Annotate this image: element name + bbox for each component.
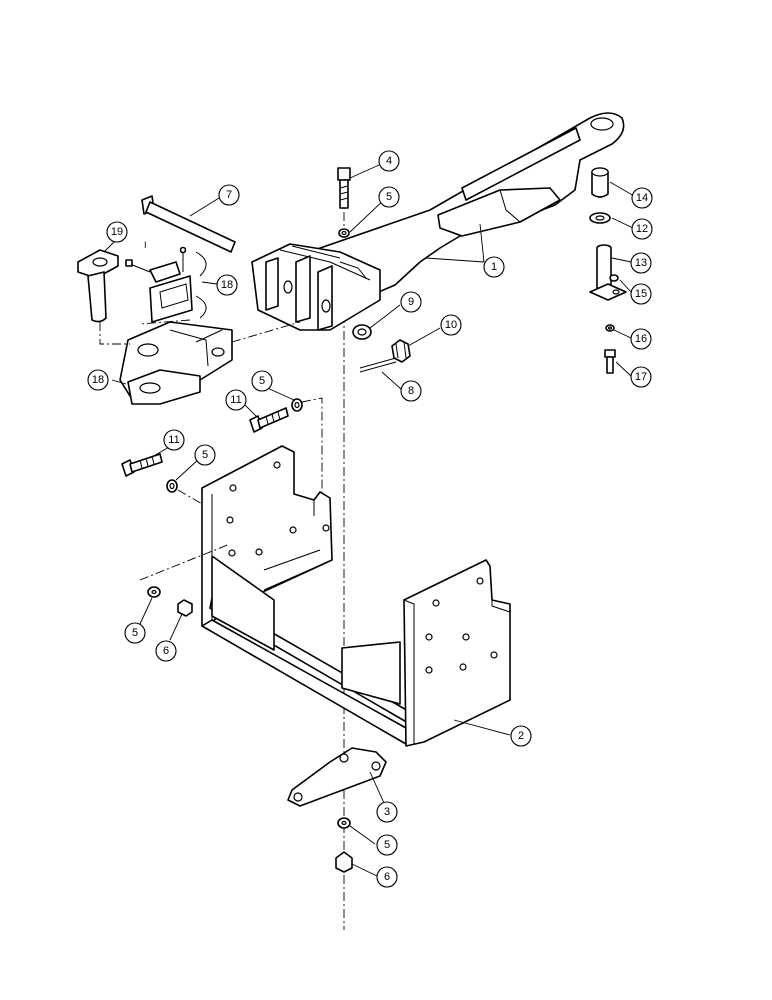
washer-part-5-lower: [166, 479, 178, 493]
svg-text:1: 1: [491, 261, 497, 273]
callout-18-upper: 18: [216, 274, 238, 296]
drawbar-part-1: [251, 112, 625, 331]
svg-text:5: 5: [132, 627, 138, 639]
callout-10: 10: [440, 314, 462, 336]
latch-part-18-upper: I: [125, 240, 207, 323]
callout-17: 17: [630, 366, 652, 388]
washer-part-16: [605, 324, 615, 332]
svg-text:8: 8: [408, 385, 414, 397]
svg-text:7: 7: [226, 189, 232, 201]
svg-text:17: 17: [635, 371, 647, 383]
svg-text:9: 9: [408, 296, 414, 308]
callout-3: 3: [376, 801, 398, 823]
washer-part-5-upper: [291, 398, 303, 412]
svg-text:4: 4: [386, 155, 392, 167]
svg-text:5: 5: [259, 375, 265, 387]
nut-part-15: [609, 274, 619, 282]
callout-5-left: 5: [124, 622, 146, 644]
nut-part-6-left: [177, 599, 193, 617]
castle-nut-part-10: [391, 339, 411, 363]
callout-12: 12: [631, 218, 653, 240]
nut-part-6-bottom: [335, 851, 353, 873]
bolt-part-11-lower: [121, 453, 163, 477]
callout-16: 16: [630, 328, 652, 350]
bolt-part-4: [337, 167, 351, 209]
svg-text:5: 5: [386, 191, 392, 203]
callout-19: 19: [106, 221, 128, 243]
callout-6-left: 6: [155, 640, 177, 662]
hitch-jaw-part-18: [119, 321, 233, 405]
callout-4: 4: [378, 150, 400, 172]
svg-text:6: 6: [384, 871, 390, 883]
callout-13: 13: [630, 252, 652, 274]
svg-text:2: 2: [518, 730, 524, 742]
svg-text:18: 18: [221, 279, 233, 291]
svg-text:13: 13: [635, 257, 647, 269]
callout-5-top: 5: [378, 186, 400, 208]
washer-part-5-bottom: [337, 817, 351, 829]
callout-18-lower: 18: [87, 369, 109, 391]
svg-text:5: 5: [202, 449, 208, 461]
svg-text:16: 16: [635, 333, 647, 345]
washer-part-9: [352, 324, 372, 340]
bolt-part-17: [604, 349, 616, 374]
cotter-pin-part-8: [359, 357, 397, 373]
svg-text:6: 6: [163, 645, 169, 657]
svg-text:11: 11: [168, 434, 179, 446]
bolt-part-11-upper: [249, 407, 289, 433]
svg-text:5: 5: [384, 839, 390, 851]
svg-text:11: 11: [230, 394, 241, 406]
callout-5-lower: 5: [194, 444, 216, 466]
svg-text:10: 10: [445, 319, 457, 331]
svg-text:15: 15: [635, 288, 647, 300]
callout-9: 9: [400, 291, 422, 313]
callout-11-upper: 11: [225, 389, 247, 411]
plate-part-3: [287, 747, 387, 807]
washer-part-5-left: [147, 586, 161, 598]
callout-7: 7: [218, 184, 240, 206]
svg-text:19: 19: [111, 226, 123, 238]
small-i-label: I: [144, 240, 147, 250]
frame-bracket-part-2: [201, 445, 511, 747]
callout-6-bottom: 6: [376, 866, 398, 888]
leader-lines: [103, 160, 635, 877]
callout-2: 2: [510, 725, 532, 747]
callout-14: 14: [631, 187, 653, 209]
callout-8: 8: [400, 380, 422, 402]
washer-part-12: [589, 212, 611, 224]
svg-text:14: 14: [636, 192, 648, 204]
callout-5-bottom: 5: [376, 834, 398, 856]
bushing-part-14: [591, 167, 609, 198]
svg-text:18: 18: [92, 374, 104, 386]
pin-part-7: [141, 195, 236, 253]
callout-5-upper: 5: [251, 370, 273, 392]
svg-text:3: 3: [384, 806, 390, 818]
hitch-pin-part-19: [77, 249, 119, 323]
callout-1: 1: [483, 256, 505, 278]
svg-text:12: 12: [636, 223, 648, 235]
callout-11-lower: 11: [163, 429, 185, 451]
pin-part-13: [589, 244, 627, 301]
callout-15: 15: [630, 283, 652, 305]
